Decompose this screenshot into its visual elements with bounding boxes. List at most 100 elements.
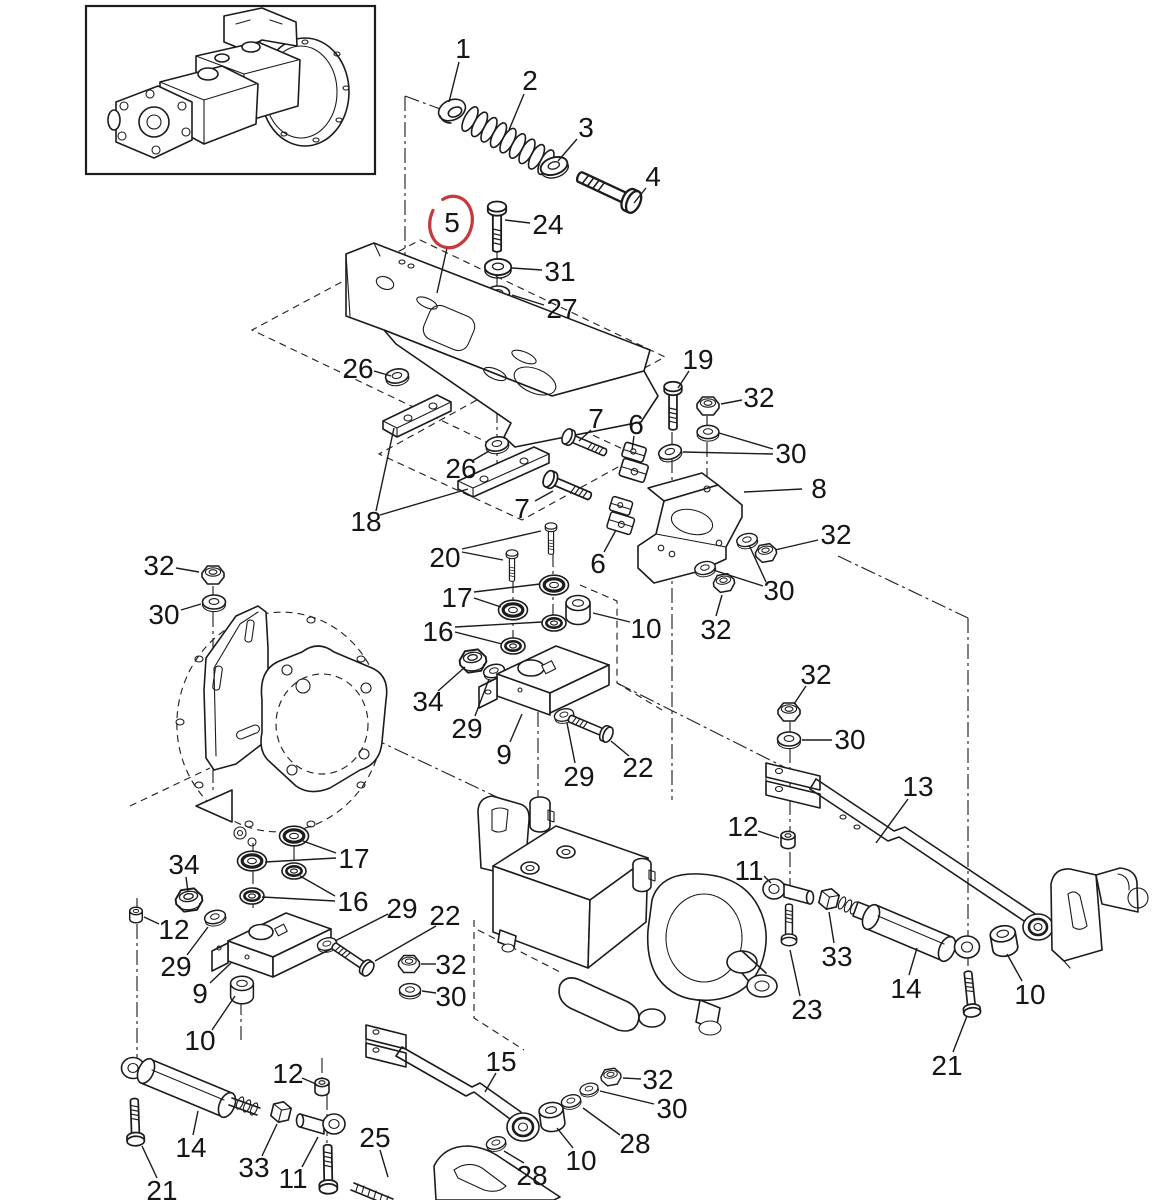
- part-15-arm-drawing: [395, 1046, 540, 1142]
- callout-32-19: 32: [820, 519, 851, 550]
- callout-28-58: 28: [619, 1128, 650, 1159]
- leader-line-29: [474, 678, 490, 717]
- leader-line-25: [379, 1149, 389, 1178]
- callout-22-50: 22: [429, 900, 460, 931]
- leader-line-13: [875, 798, 909, 844]
- leader-line-12: [301, 1077, 317, 1085]
- rod-end-mount-bolt-drawing: [317, 1143, 339, 1195]
- leader-line-32: [720, 399, 743, 405]
- leader-line-30: [421, 990, 437, 994]
- leader-line-17: [473, 583, 541, 593]
- bolt-21-left-drawing: [124, 1097, 146, 1147]
- callout-6-12: 6: [628, 409, 644, 440]
- leader-line-6: [631, 435, 635, 451]
- leader-line-6: [603, 529, 617, 553]
- callout-13-33: 13: [902, 771, 933, 802]
- callout-32-31: 32: [143, 550, 174, 581]
- part-9-block-left-drawing: [211, 912, 332, 978]
- leader-line-10: [211, 995, 236, 1031]
- callout-32-34: 32: [800, 659, 831, 690]
- part-22-bolt-left-drawing: [327, 937, 378, 979]
- bolt-23-drawing: [780, 903, 798, 947]
- callout-30-35: 30: [834, 724, 865, 755]
- frame-bracket-right-drawing: [1050, 867, 1149, 969]
- callout-23-39: 23: [791, 994, 822, 1025]
- pump-assembly-drawing: [477, 795, 778, 1036]
- leader-line-17: [302, 840, 337, 854]
- part-13-arm-drawing: [809, 778, 1054, 941]
- arm-15-bracket-drawing: [365, 1024, 407, 1068]
- leader-line-12: [757, 830, 780, 839]
- callout-26-9: 26: [445, 453, 476, 484]
- callout-17-46: 17: [338, 843, 369, 874]
- callout-32-16: 32: [743, 382, 774, 413]
- callout-29-29: 29: [563, 761, 594, 792]
- leader-line-9: [209, 962, 232, 984]
- callout-22-30: 22: [622, 752, 653, 783]
- part-2-spring-drawing: [461, 106, 555, 176]
- leader-line-21: [141, 1145, 158, 1179]
- rod-end-11-left-drawing: [295, 1113, 346, 1135]
- callout-30-54: 30: [435, 981, 466, 1012]
- leader-line-30: [712, 569, 764, 587]
- part-5-mount-bracket-drawing: [345, 242, 659, 448]
- part-12-nut-bottom-drawing: [314, 1077, 330, 1097]
- part-6-clamp-lower-drawing: [602, 495, 641, 536]
- callout-15-55: 15: [485, 1046, 516, 1077]
- leader-line-26: [471, 450, 490, 462]
- part-20-bolts-drawing: [505, 522, 558, 582]
- part-24-bolt-drawing: [486, 200, 508, 253]
- callout-4-3: 4: [645, 161, 661, 192]
- callout-30-17: 30: [775, 438, 806, 469]
- bolt-21-right-drawing: [958, 969, 982, 1019]
- part-34-nut-left-drawing: [174, 887, 203, 912]
- leader-line-4: [633, 187, 647, 204]
- leader-line-23: [789, 949, 801, 997]
- leader-line-30: [718, 432, 774, 450]
- leader-line-10: [592, 612, 631, 623]
- cylinder-14-right-drawing: [861, 903, 981, 963]
- callout-32-53: 32: [435, 949, 466, 980]
- cylinder-14-left-drawing: [120, 1056, 294, 1126]
- fastener-32-30-above-bracket13: [776, 702, 802, 750]
- part-10-spacer-mid-drawing: [565, 594, 591, 626]
- leader-line-18: [379, 488, 469, 516]
- callout-34-26: 34: [412, 686, 443, 717]
- callout-12-36: 12: [727, 811, 758, 842]
- callout-26-8: 26: [342, 353, 373, 384]
- leader-line-11: [763, 875, 772, 884]
- leader-line-11: [301, 1136, 319, 1168]
- callout-9-48: 9: [192, 978, 208, 1009]
- part-7-bolt-lower-drawing: [540, 468, 596, 506]
- bottom-bracket-plate-drawing: [433, 1145, 561, 1200]
- leader-line-32: [715, 594, 723, 617]
- part-25-bolt-drawing: [350, 1182, 394, 1200]
- part-22-bolt-mid-drawing: [564, 709, 616, 745]
- part-1-cap-drawing: [437, 98, 467, 124]
- callout-14-62: 14: [175, 1132, 206, 1163]
- callout-11-64: 11: [278, 1163, 307, 1194]
- part-31-washer-drawing: [483, 258, 513, 279]
- leader-line-8: [743, 488, 803, 493]
- leader-line-10: [556, 1127, 574, 1149]
- callout-24-5: 24: [532, 209, 563, 240]
- callout-29-27: 29: [451, 713, 482, 744]
- callout-27-7: 27: [546, 293, 577, 324]
- callout-16-47: 16: [337, 886, 368, 917]
- leader-line-7: [578, 429, 592, 442]
- part-3-washer-drawing: [537, 152, 572, 183]
- arm-13-bracket-drawing: [765, 762, 821, 809]
- leader-line-2: [508, 93, 525, 131]
- part-26-washer-upper-drawing: [383, 366, 411, 389]
- callout-11-37: 11: [734, 855, 763, 886]
- callout-14-40: 14: [890, 973, 921, 1004]
- callout-9-28: 9: [496, 739, 512, 770]
- callout-29-49: 29: [386, 893, 417, 924]
- leader-line-34: [437, 666, 466, 692]
- part-18-bar-1-drawing: [382, 394, 452, 438]
- part-4-rod-drawing: [571, 164, 646, 217]
- callout-10-41: 10: [1014, 979, 1045, 1010]
- leader-line-3: [557, 138, 578, 162]
- leader-line-30: [180, 603, 202, 611]
- callout-1-0: 1: [455, 33, 471, 64]
